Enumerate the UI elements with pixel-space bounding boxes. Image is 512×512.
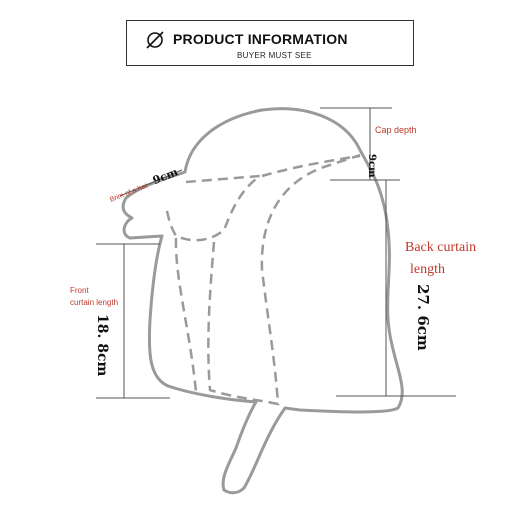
cap-seam-dashed bbox=[164, 174, 265, 242]
brim-dimension bbox=[119, 169, 183, 197]
product-information-header: PRODUCT INFORMATION BUYER MUST SEE bbox=[126, 20, 414, 66]
front-curtain-label-line2: curtain length bbox=[70, 298, 119, 307]
front-curtain-dashed bbox=[174, 237, 198, 393]
header-title: PRODUCT INFORMATION bbox=[173, 31, 348, 47]
cap-depth-value: 9cm bbox=[366, 154, 377, 178]
cap-depth-dimension bbox=[320, 107, 400, 181]
back-curtain-label-line2: length bbox=[410, 262, 445, 277]
hat-outline bbox=[121, 107, 404, 495]
side-seam-dashed bbox=[207, 153, 361, 406]
back-curtain-dimension bbox=[336, 180, 456, 397]
header-subtitle: BUYER MUST SEE bbox=[237, 51, 312, 60]
front-curtain-value: 18. 8cm bbox=[94, 314, 110, 377]
front-curtain-dimension bbox=[96, 243, 170, 399]
back-curtain-value: 27. 6cm bbox=[414, 284, 432, 351]
cap-top-dashed bbox=[261, 154, 361, 178]
front-curtain-label-line1: Front bbox=[70, 286, 89, 295]
back-curtain-label-line1: Back curtain bbox=[405, 240, 477, 255]
cap-depth-label: Cap depth bbox=[375, 125, 417, 135]
no-symbol-icon bbox=[146, 31, 164, 49]
